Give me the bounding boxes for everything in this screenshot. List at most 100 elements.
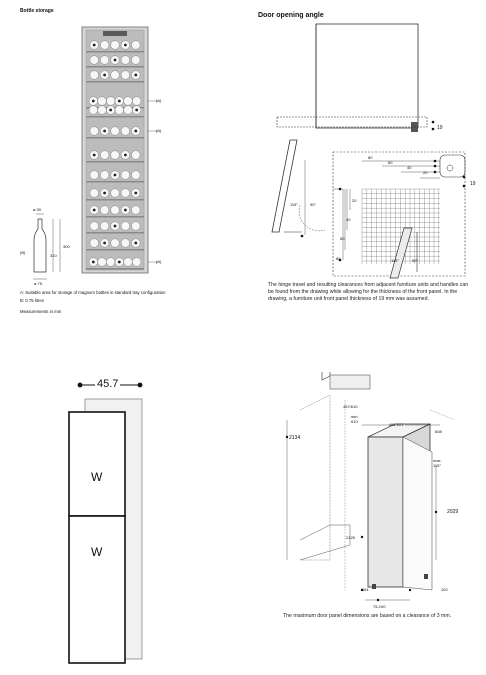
- bottle-end: [131, 55, 141, 65]
- bottle-end: [89, 188, 99, 198]
- bottle-end: [110, 126, 120, 136]
- bottle-end: [120, 70, 130, 80]
- bottle-neck: [92, 208, 96, 212]
- bottle-neck: [117, 99, 121, 103]
- clearance-grid: [361, 188, 440, 264]
- angle-115-left: 115°: [290, 202, 298, 207]
- bottle-end: [100, 205, 110, 215]
- bottle-end: [110, 70, 120, 80]
- shelf: [86, 268, 144, 270]
- bottle-end: [120, 188, 130, 198]
- dim-door-20v: 20: [352, 198, 357, 203]
- bottle-end: [120, 170, 130, 180]
- bottle-note-c: Measurements in mm: [20, 309, 62, 314]
- angle-90-left: 90°: [310, 202, 317, 207]
- bottle-neck: [124, 208, 127, 212]
- bottle-end: [123, 257, 133, 267]
- dim-door-19a: 19: [437, 125, 443, 131]
- bottle-end: [89, 55, 99, 65]
- bottle-storage-title: Bottle storage: [20, 8, 54, 14]
- bottle-neck: [117, 260, 121, 264]
- bottle-end: [100, 170, 110, 180]
- bottle-end: [110, 205, 120, 215]
- bottle-end: [106, 257, 116, 267]
- label-a-2: (A): [156, 128, 162, 133]
- dim-102: 102: [441, 587, 448, 592]
- bottle-end: [100, 40, 110, 50]
- panel-w-upper: W: [91, 470, 103, 484]
- bottle-neck: [103, 73, 106, 77]
- door-angle-title: Door opening angle: [258, 12, 324, 19]
- label-a-3: (A): [156, 259, 162, 264]
- dim-608: 608: [435, 429, 442, 434]
- dim-2125: 2125: [346, 535, 355, 540]
- bottle-note-b: B: 0.75 litres: [20, 298, 44, 303]
- bottle-neck: [91, 99, 95, 103]
- shelf: [86, 216, 144, 218]
- dim-door-19b: 19: [470, 181, 476, 187]
- shelf: [86, 199, 144, 201]
- bottle-neck: [124, 43, 127, 47]
- bottle-end: [88, 105, 98, 115]
- bottle-neck: [92, 153, 96, 157]
- bottle-end: [131, 205, 141, 215]
- bottle-rows: [86, 40, 144, 270]
- dim-2134: 2134: [289, 435, 301, 441]
- bottle-end: [106, 96, 116, 106]
- bottle-end: [110, 238, 120, 248]
- shelf: [86, 181, 144, 183]
- bottle-end: [89, 126, 99, 136]
- bottle-neck: [103, 129, 106, 133]
- shelf: [86, 51, 144, 53]
- bottle-end: [89, 221, 99, 231]
- bottle-neck: [134, 241, 138, 245]
- bottle-end: [132, 257, 142, 267]
- shelf: [86, 232, 144, 234]
- dim-bottle-310: 310: [50, 253, 57, 258]
- shelf: [86, 137, 144, 139]
- bottle-end: [123, 105, 133, 115]
- label-a-1: (A): [156, 98, 162, 103]
- bottle-neck: [135, 108, 139, 112]
- dim-door-20: 20: [423, 170, 428, 175]
- panel-w-lower: W: [91, 545, 103, 559]
- bottle-end: [97, 96, 107, 106]
- shelf: [86, 161, 144, 163]
- panel-width-label: 45.7: [95, 378, 121, 390]
- bottle-neck: [113, 58, 117, 62]
- bottle-neck: [134, 191, 138, 195]
- dim-2029: 2029: [447, 509, 459, 515]
- bottle-neck: [91, 260, 95, 264]
- dim-bottle-top: ⌀ 30: [33, 207, 41, 212]
- dim-75-100: 75-100: [373, 604, 386, 609]
- bottle-end: [131, 170, 141, 180]
- bottle-note-a: A: Suitable area for storage of magnum b…: [20, 290, 166, 295]
- bottle-end: [123, 96, 133, 106]
- bottle-end: [110, 188, 120, 198]
- bottle-end: [89, 238, 99, 248]
- bottle-neck: [109, 108, 113, 112]
- dim-181: 181: [362, 587, 369, 592]
- dim-door-60v: 60: [340, 236, 345, 241]
- bottle-end: [110, 40, 120, 50]
- installation-diagram: [285, 372, 456, 602]
- dim-451-603: 451/603: [389, 422, 404, 427]
- dim-min-610: min. 610: [351, 414, 359, 424]
- shelf: [86, 249, 144, 251]
- dim-door-60: 60: [388, 160, 393, 165]
- dim-457-610: 457/610: [343, 404, 358, 409]
- bottle-icon: [33, 213, 61, 280]
- bottle-end: [120, 55, 130, 65]
- dim-door-40v: 40: [346, 217, 351, 222]
- bottle-end: [132, 96, 142, 106]
- door-angle-caption: The hinge travel and resulting clearance…: [268, 282, 469, 302]
- bottle-neck: [113, 224, 117, 228]
- bottle-end: [97, 257, 107, 267]
- bottle-end: [131, 221, 141, 231]
- bottle-end: [100, 55, 110, 65]
- angle-115-right: 115°: [391, 258, 399, 263]
- bottle-neck: [124, 153, 127, 157]
- bottle-neck: [103, 191, 106, 195]
- dim-bottle-bottom: ⌀ 75: [34, 281, 42, 286]
- bottle-end: [89, 170, 99, 180]
